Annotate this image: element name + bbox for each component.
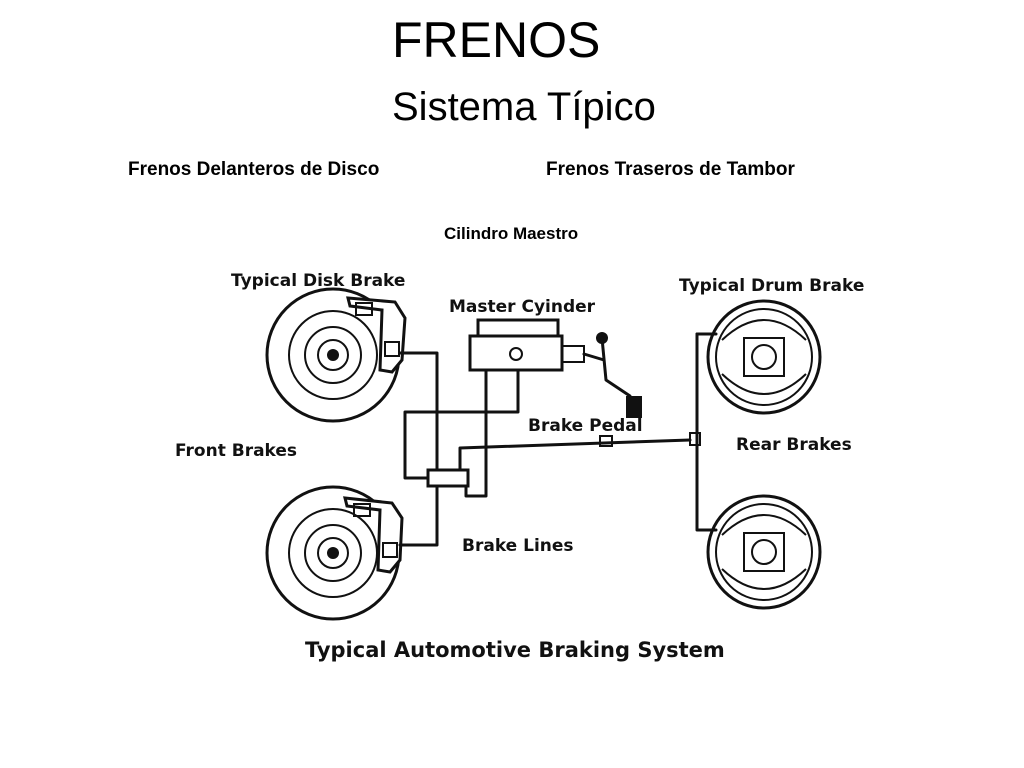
master-cylinder [468,318,606,372]
brake-pedal [596,332,642,418]
front-brakes-label-es: Frenos Delanteros de Disco [128,159,380,180]
rear-drum-brake-top [706,299,822,415]
brake-lines [398,332,718,547]
brake-pedal-label: Brake Pedal [528,416,643,436]
rear-brakes-label: Rear Brakes [736,435,852,455]
front-brakes-label: Front Brakes [175,441,297,461]
brake-lines-label: Brake Lines [462,536,574,556]
front-disk-brake-bottom [265,485,404,621]
rear-brakes-label-es: Frenos Traseros de Tambor [546,159,795,180]
disk-brake-label: Typical Disk Brake [231,271,405,291]
drum-brake-label: Typical Drum Brake [679,276,864,296]
diagram-caption: Typical Automotive Braking System [305,638,725,662]
slide-subtitle: Sistema Típico [392,85,656,129]
rear-drum-brake-bottom [706,494,822,610]
master-cylinder-label: Master Cyinder [449,297,596,317]
slide-title: FRENOS [392,12,601,68]
front-disk-brake-top [265,287,407,423]
master-cylinder-label-es: Cilindro Maestro [444,224,579,243]
